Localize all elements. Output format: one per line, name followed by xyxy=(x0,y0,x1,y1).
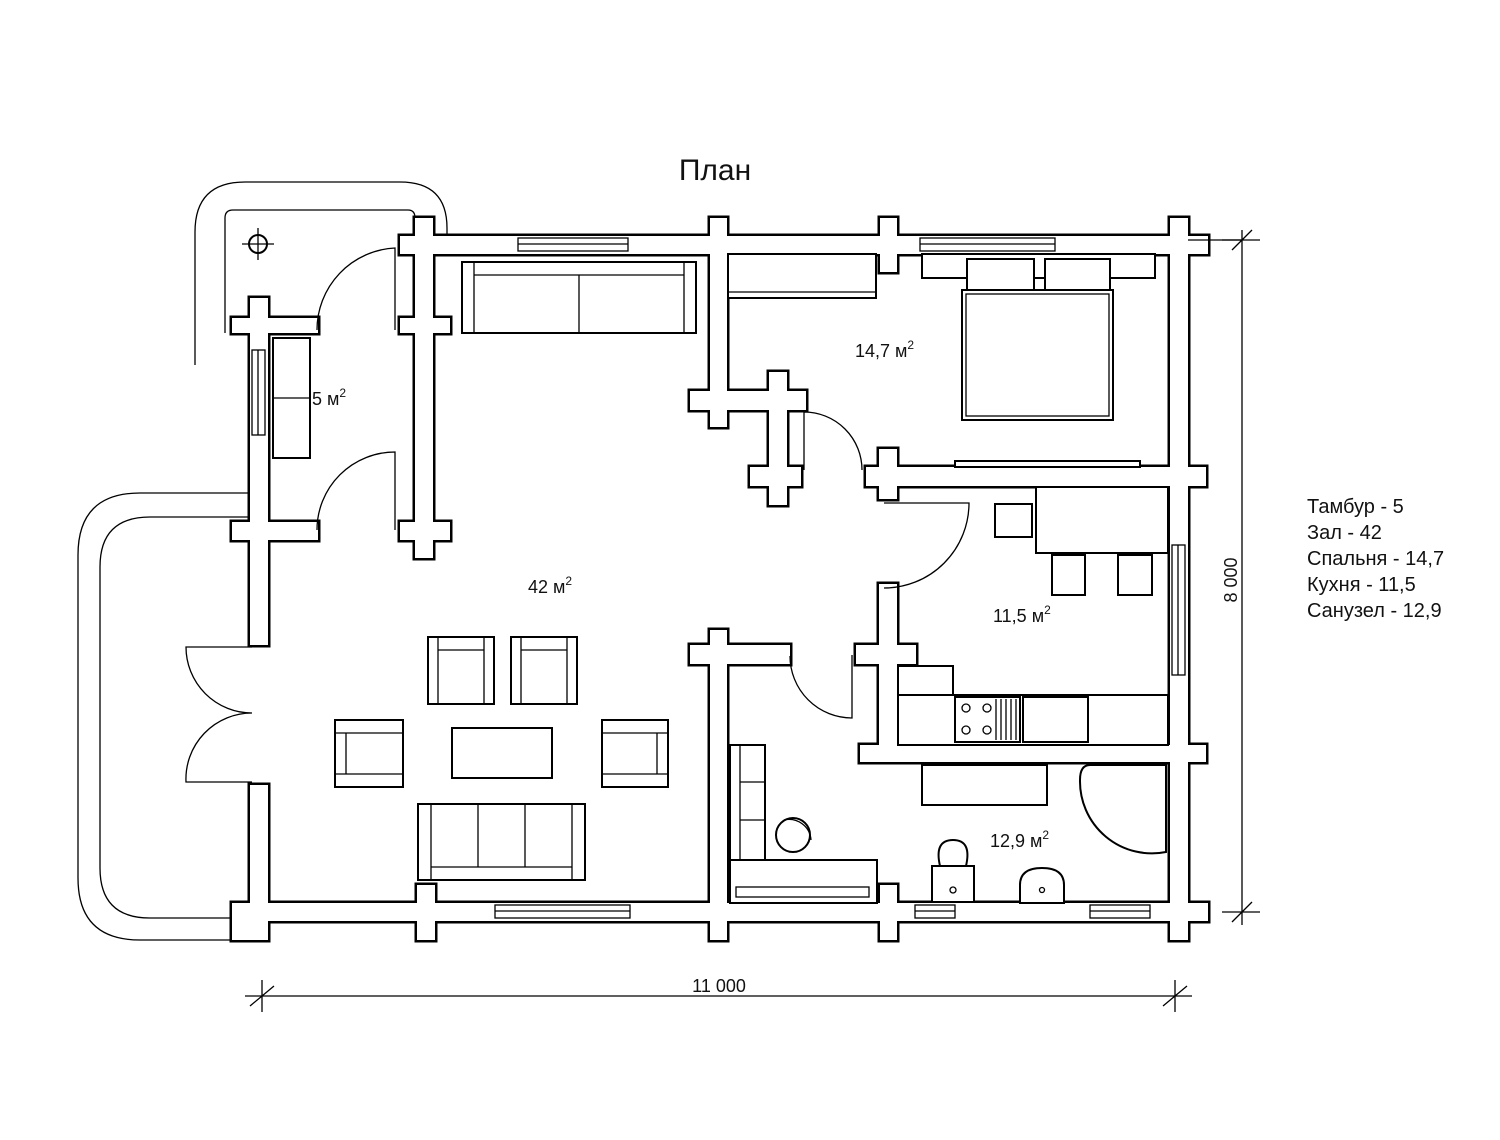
dimension-height: 8 000 xyxy=(1221,557,1241,602)
wall-segment xyxy=(710,218,727,427)
bathroom-fixtures xyxy=(921,764,1167,904)
wall-segment xyxy=(1152,903,1208,921)
sofa-top xyxy=(461,261,697,334)
area-bedroom: 14,7 м2 xyxy=(855,338,914,361)
wall-segment xyxy=(232,903,268,940)
legend-item: Санузел - 12,9 xyxy=(1307,600,1442,622)
shelf-bedroom xyxy=(727,253,877,299)
wall-segment xyxy=(690,391,806,410)
windows xyxy=(251,237,1186,919)
area-tambur: 5 м2 xyxy=(312,386,346,409)
wall-segment xyxy=(400,236,1208,254)
wall-segment xyxy=(400,318,450,333)
wall-segment xyxy=(232,522,318,540)
living-set xyxy=(334,636,669,881)
furniture xyxy=(242,228,1169,904)
wall-segment xyxy=(860,745,1206,762)
wall-segment xyxy=(250,785,268,940)
dimension-lines xyxy=(245,229,1260,1012)
wall-segment xyxy=(1152,467,1206,486)
dimension-width: 11 000 xyxy=(692,976,746,996)
wall-segment xyxy=(417,885,435,940)
area-legend: Тамбур - 5 Зал - 42 Спальня - 14,7 Кухня… xyxy=(1307,494,1444,624)
wall-segment xyxy=(856,645,916,664)
study-corner xyxy=(729,744,878,904)
wall-segment xyxy=(750,467,801,486)
wall-segment xyxy=(880,885,897,940)
wall-segment xyxy=(880,218,897,272)
wall-segment xyxy=(866,467,1206,486)
bed xyxy=(921,253,1156,421)
legend-item: Тамбур - 5 xyxy=(1307,496,1404,518)
walls xyxy=(229,215,1211,943)
kitchen-counter xyxy=(897,665,1169,746)
area-bathroom: 12,9 м2 xyxy=(990,828,1049,851)
plan-title: План xyxy=(679,154,751,187)
wall-segment xyxy=(710,630,727,940)
doors xyxy=(185,247,970,783)
wall-segment xyxy=(879,584,897,762)
wall-segment xyxy=(232,318,318,333)
area-hall: 42 м2 xyxy=(528,574,572,597)
kitchen-table xyxy=(994,486,1169,596)
wall-segment xyxy=(879,449,897,499)
wall-segment xyxy=(415,218,433,558)
legend-item: Спальня - 14,7 xyxy=(1307,548,1445,570)
wall-segment xyxy=(250,298,268,645)
radiator xyxy=(954,460,1141,468)
area-kitchen: 11,5 м2 xyxy=(993,603,1051,626)
legend-item: Кухня - 11,5 xyxy=(1307,574,1416,596)
wall-segment xyxy=(690,645,790,664)
legend-item: Зал - 42 xyxy=(1307,522,1382,544)
porch-outline xyxy=(77,181,448,941)
wall-segment xyxy=(1152,236,1208,254)
wall-segment xyxy=(400,522,450,540)
